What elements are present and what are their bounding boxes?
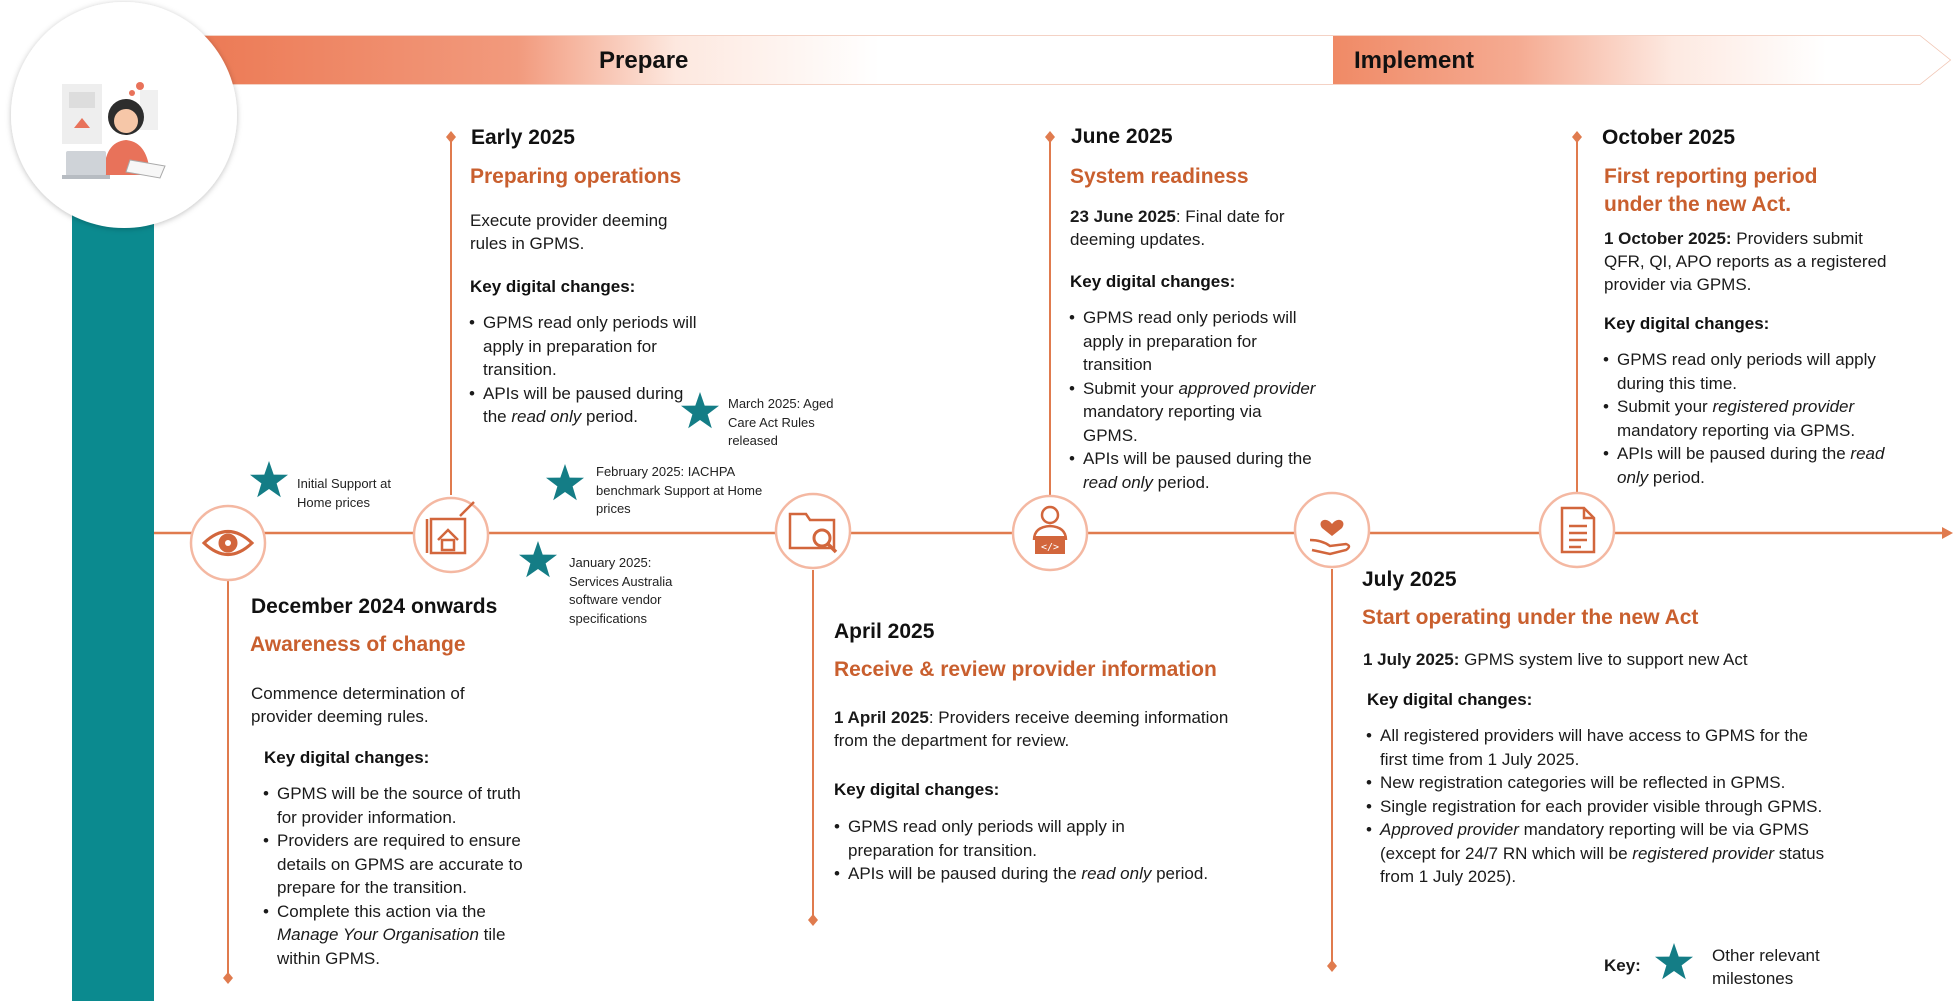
- key-changes-heading: Key digital changes:: [1367, 690, 1533, 709]
- hand-heart-icon: [1309, 519, 1351, 556]
- key-change-item: Providers are required to ensure details…: [263, 829, 535, 900]
- stage-title: Receive & review provider information: [834, 658, 1217, 681]
- stage-date: July 2025: [1362, 568, 1457, 591]
- milestone-label-act-rules: March 2025: Aged Care Act Rules released: [728, 396, 834, 448]
- key-change-item: All registered providers will have acces…: [1366, 724, 1836, 771]
- key-changes-list: GPMS read only periods will apply in pre…: [1069, 306, 1319, 494]
- key-changes-list: GPMS read only periods will apply during…: [1603, 348, 1903, 489]
- stage-title: Start operating under the new Act: [1362, 606, 1699, 629]
- key-change-item: APIs will be paused during the read only…: [469, 382, 699, 429]
- key-change-item: APIs will be paused during the read only…: [834, 862, 1214, 886]
- key-description: Other relevant milestones: [1712, 946, 1820, 988]
- key-changes-list: GPMS will be the source of truth for pro…: [263, 782, 535, 970]
- stage-description: 1 October 2025: Providers submit QFR, QI…: [1604, 227, 1904, 296]
- folder-search-icon: [788, 512, 838, 554]
- key-change-item: Complete this action via the Manage Your…: [263, 900, 535, 971]
- stage-date: December 2024 onwards: [251, 595, 498, 618]
- key-changes-list: All registered providers will have acces…: [1366, 724, 1836, 889]
- stage-description: 23 June 2025: Final date for deeming upd…: [1070, 205, 1320, 251]
- connector-end-marker: [1327, 960, 1337, 972]
- stage-date: April 2025: [834, 620, 935, 643]
- phase-label-prepare: Prepare: [599, 47, 689, 74]
- phase-label-implement: Implement: [1354, 47, 1475, 74]
- stage-description-date: 1 July 2025:: [1363, 650, 1460, 669]
- stage-description-text: GPMS system live to support new Act: [1459, 650, 1748, 669]
- developer-laptop-icon: </>: [1032, 505, 1068, 554]
- stage-date: June 2025: [1071, 125, 1173, 148]
- stage-title: System readiness: [1070, 165, 1249, 188]
- milestone-label-iachpa: February 2025: IACHPA benchmark Support …: [596, 464, 763, 516]
- milestone-label-initial-prices: Initial Support at Home prices: [297, 476, 391, 510]
- teal-side-bar: [72, 150, 154, 1001]
- key-label: Key:: [1604, 956, 1641, 975]
- connector-end-marker: [808, 914, 818, 926]
- stage-date: October 2025: [1602, 126, 1736, 149]
- stage-description: 1 July 2025: GPMS system live to support…: [1363, 648, 1843, 671]
- connector-end-marker: [446, 131, 456, 143]
- stage-description: Execute provider deeming rules in GPMS.: [470, 211, 668, 253]
- key-change-item: GPMS read only periods will apply in pre…: [834, 815, 1214, 862]
- key-change-item: GPMS read only periods will apply in pre…: [1069, 306, 1319, 377]
- key-changes-list: GPMS read only periods will apply in pre…: [469, 311, 699, 429]
- stage-title: First reporting period under the new Act…: [1604, 165, 1818, 216]
- prepare-band: [200, 36, 1333, 84]
- connector-end-marker: [1045, 131, 1055, 143]
- key-star: [1655, 943, 1693, 980]
- milestone-star: [519, 541, 557, 578]
- svg-text:</>: </>: [1041, 542, 1059, 553]
- stage-title: Awareness of change: [250, 633, 466, 656]
- key-change-item: GPMS read only periods will apply during…: [1603, 348, 1903, 395]
- stage-title: Preparing operations: [470, 165, 682, 188]
- timeline-arrowhead: [1942, 527, 1953, 539]
- key-change-item: Single registration for each provider vi…: [1366, 795, 1836, 819]
- key-changes-heading: Key digital changes:: [834, 780, 1000, 799]
- key-change-item: New registration categories will be refl…: [1366, 771, 1836, 795]
- stage-description-text: : Providers receive deeming information …: [834, 708, 1229, 750]
- stage-description-text: : Final date for deeming updates.: [1070, 207, 1285, 249]
- eye-icon: [201, 530, 255, 556]
- milestone-label-services-australia: January 2025: Services Australia softwar…: [569, 555, 673, 626]
- key-changes-list: GPMS read only periods will apply in pre…: [834, 815, 1214, 886]
- key-change-item: APIs will be paused during the read only…: [1603, 442, 1903, 489]
- stage-description-date: 23 June 2025: [1070, 207, 1176, 226]
- milestone-star: [681, 392, 719, 429]
- key-change-item: Submit your registered provider mandator…: [1603, 395, 1903, 442]
- key-changes-heading: Key digital changes:: [470, 277, 636, 296]
- stage-date: Early 2025: [471, 126, 575, 149]
- stage-description-date: 1 April 2025: [834, 708, 929, 727]
- connector-end-marker: [223, 972, 233, 984]
- key-changes-heading: Key digital changes:: [264, 748, 430, 767]
- stage-description: 1 April 2025: Providers receive deeming …: [834, 706, 1234, 752]
- implement-band: [1333, 36, 1950, 84]
- connector-end-marker: [1572, 131, 1582, 143]
- stage-description: Commence determination of provider deemi…: [251, 684, 465, 726]
- milestone-star: [250, 461, 288, 498]
- document-icon: [1560, 506, 1596, 554]
- key-changes-heading: Key digital changes:: [1070, 272, 1236, 291]
- key-change-item: APIs will be paused during the read only…: [1069, 447, 1319, 494]
- stage-description-text: Providers submit QFR, QI, APO reports as…: [1604, 229, 1887, 294]
- key-change-item: Submit your approved provider mandatory …: [1069, 377, 1319, 448]
- key-changes-heading: Key digital changes:: [1604, 314, 1770, 333]
- key-change-item: GPMS read only periods will apply in pre…: [469, 311, 699, 382]
- key-change-item: Approved provider mandatory reporting wi…: [1366, 818, 1836, 889]
- stage-description-date: 1 October 2025:: [1604, 229, 1732, 248]
- avatar: [11, 2, 237, 228]
- stage-node-october-2025: [1538, 491, 1616, 569]
- milestone-star: [546, 464, 584, 501]
- key-change-item: GPMS will be the source of truth for pro…: [263, 782, 535, 829]
- stage-node-june-2025: [1011, 494, 1089, 572]
- house-document-icon: [425, 501, 475, 555]
